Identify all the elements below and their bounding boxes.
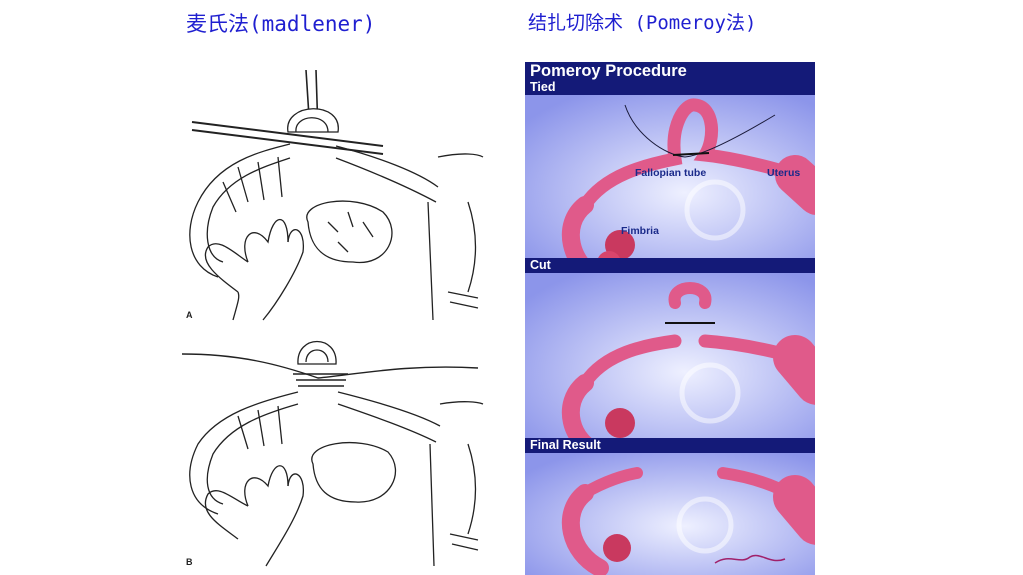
- panel-tied-header: Tied: [525, 80, 815, 95]
- panel-cut-art: [525, 273, 815, 438]
- figure-letter-a: A: [186, 310, 193, 320]
- figure-letter-b: B: [186, 557, 193, 567]
- pomeroy-main-title: Pomeroy Procedure: [525, 62, 815, 80]
- pomeroy-illustration: Pomeroy Procedure Tied Fallopian tube Ut…: [525, 62, 815, 575]
- panel-tied-art: [525, 95, 815, 258]
- label-fallopian-tube: Fallopian tube: [635, 167, 707, 179]
- panel-cut-header: Cut: [525, 258, 815, 273]
- label-uterus: Uterus: [767, 167, 801, 179]
- label-fimbria: Fimbria: [621, 225, 659, 237]
- panel-final-art: [525, 453, 815, 575]
- madlener-sketch-b: [181, 341, 484, 567]
- pomeroy-method-title: 结扎切除术 (Pomeroy法): [528, 12, 757, 34]
- madlener-method-title: 麦氏法(madlener): [186, 12, 376, 36]
- madlener-sketch-a: [189, 69, 484, 321]
- panel-final-header: Final Result: [525, 438, 815, 453]
